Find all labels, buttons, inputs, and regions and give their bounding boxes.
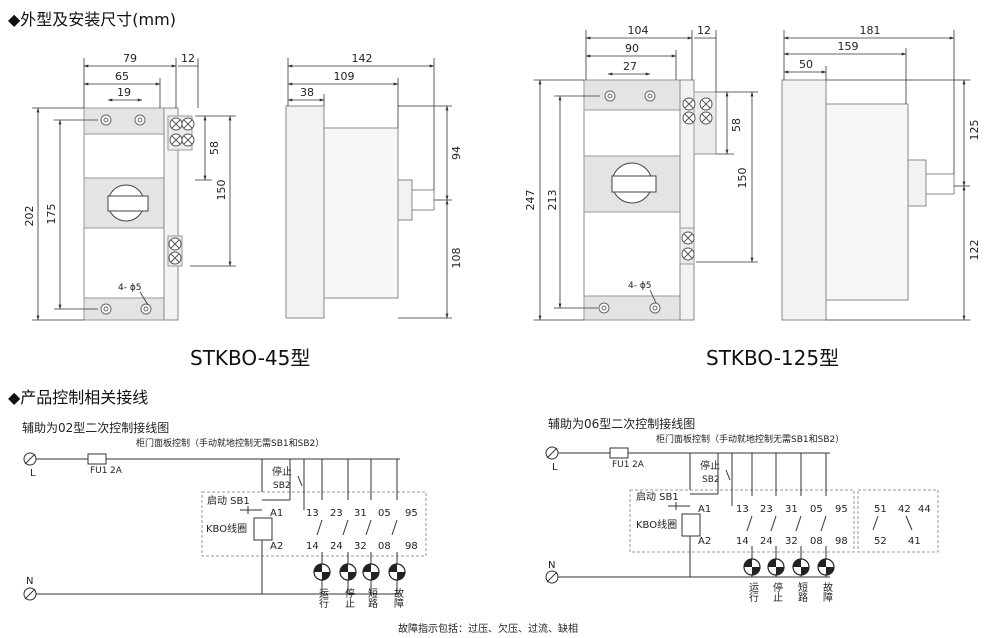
wiring06-term-32: 32 bbox=[785, 536, 798, 547]
wiring06-N: N bbox=[548, 560, 555, 571]
dim-45-height-175: 175 bbox=[45, 204, 58, 225]
wiring06-term-13: 13 bbox=[736, 504, 749, 515]
dim-125-side-159: 159 bbox=[838, 40, 859, 53]
dim-45-height-150: 150 bbox=[215, 180, 228, 201]
wiring02-subtitle: 柜门面板控制（手动就地控制无需SB1和SB2） bbox=[136, 437, 324, 449]
dim-125-width-12: 12 bbox=[697, 24, 711, 37]
wiring06-term-14: 14 bbox=[736, 536, 749, 547]
wiring06-term-42: 42 bbox=[898, 504, 911, 515]
dim-125-height-150: 150 bbox=[736, 168, 749, 189]
wiring02-start: 启动 SB1 bbox=[207, 494, 250, 507]
dim-125-width-27: 27 bbox=[623, 60, 637, 73]
wiring06-term-41: 41 bbox=[908, 536, 921, 547]
section-title-dimensions: ◆外型及安装尺寸(mm) bbox=[8, 10, 176, 29]
footnote: 故障指示包括：过压、欠压、过流、缺相 bbox=[398, 622, 578, 635]
wiring02-term-95: 95 bbox=[405, 508, 418, 519]
wiring06-term-31: 31 bbox=[785, 504, 798, 515]
wiring02-a2: A2 bbox=[270, 541, 283, 552]
wiring02-L: L bbox=[30, 468, 36, 479]
wiring02-term-14: 14 bbox=[306, 541, 319, 552]
wiring02-term-23: 23 bbox=[330, 508, 343, 519]
dim-125-height-58: 58 bbox=[730, 118, 743, 132]
wiring06-term-98: 98 bbox=[835, 536, 848, 547]
wiring06-L: L bbox=[552, 462, 558, 473]
wiring02-term-05: 05 bbox=[378, 508, 391, 519]
wiring02-sb2: SB2 bbox=[273, 481, 291, 491]
wiring-diagram-02: 辅助为02型二次控制接线图 柜门面板控制（手动就地控制无需SB1和SB2） bbox=[22, 420, 427, 609]
dim-125-width-104: 104 bbox=[628, 24, 649, 37]
wiring02-title: 辅助为02型二次控制接线图 bbox=[22, 420, 169, 435]
wiring02-N: N bbox=[26, 576, 33, 587]
wiring06-lamp-fault: 故障 bbox=[821, 581, 833, 603]
dim-125-side-122: 122 bbox=[968, 240, 981, 261]
dim-125-hole-label: 4- ϕ5 bbox=[628, 281, 652, 291]
wiring02-a1: A1 bbox=[270, 508, 283, 519]
wiring02-lamp-run: 运行 bbox=[317, 588, 329, 609]
wiring06-term-44: 44 bbox=[918, 504, 931, 515]
section-title-wiring: ◆产品控制相关接线 bbox=[8, 388, 149, 407]
wiring06-a2: A2 bbox=[698, 536, 711, 547]
dim-125-side-125: 125 bbox=[968, 120, 981, 141]
wiring02-lamp-stop: 停止 bbox=[343, 587, 355, 608]
front-view-125 bbox=[583, 79, 717, 321]
front-view-45 bbox=[83, 107, 193, 321]
side-view-125 bbox=[781, 79, 955, 321]
dim-125-side-50: 50 bbox=[799, 58, 813, 71]
wiring06-coil: KBO线圈 bbox=[636, 518, 677, 531]
dim-45-side-142: 142 bbox=[352, 52, 373, 65]
wiring06-term-05: 05 bbox=[810, 504, 823, 515]
wiring02-term-13: 13 bbox=[306, 508, 319, 519]
side-view-45 bbox=[285, 105, 435, 319]
wiring06-term-08: 08 bbox=[810, 536, 823, 547]
wiring06-fuse: FU1 bbox=[612, 460, 630, 470]
dim-45-width-79: 79 bbox=[123, 52, 137, 65]
wiring-diagram-06: 辅助为06型二次控制接线图 柜门面板控制（手动就地控制无需SB1和SB2） bbox=[545, 416, 939, 603]
dim-45-width-12: 12 bbox=[181, 52, 195, 65]
dim-45-hole-label: 4- ϕ5 bbox=[118, 283, 142, 293]
dim-45-width-19: 19 bbox=[117, 86, 131, 99]
dim-45-height-202: 202 bbox=[23, 206, 36, 227]
wiring02-term-98: 98 bbox=[405, 541, 418, 552]
dim-125-side-181: 181 bbox=[860, 24, 881, 37]
dim-45-side-108: 108 bbox=[450, 248, 463, 269]
wiring06-title: 辅助为06型二次控制接线图 bbox=[548, 416, 695, 431]
wiring02-lamp-fault: 故障 bbox=[392, 587, 404, 609]
wiring06-stop: 停止 bbox=[700, 459, 720, 472]
wiring02-stop: 停止 bbox=[272, 465, 292, 478]
dim-125-height-247: 247 bbox=[524, 190, 537, 211]
dim-45-side-94: 94 bbox=[450, 146, 463, 160]
wiring02-term-08: 08 bbox=[378, 541, 391, 552]
wiring06-term-52: 52 bbox=[874, 536, 887, 547]
wiring06-term-24: 24 bbox=[760, 536, 773, 547]
wiring02-fuse: FU1 bbox=[90, 466, 108, 476]
dim-45-side-38: 38 bbox=[300, 86, 314, 99]
wiring06-a1: A1 bbox=[698, 504, 711, 515]
dim-45-side-109: 109 bbox=[334, 70, 355, 83]
wiring06-term-95: 95 bbox=[835, 504, 848, 515]
dim-45-height-58: 58 bbox=[208, 141, 221, 155]
wiring06-lamp-stop: 停止 bbox=[771, 581, 783, 602]
wiring06-subtitle: 柜门面板控制（手动就地控制无需SB1和SB2） bbox=[656, 433, 844, 445]
dim-125-height-213: 213 bbox=[546, 190, 559, 211]
wiring06-start: 启动 SB1 bbox=[636, 490, 679, 503]
dim-45-width-65: 65 bbox=[115, 70, 129, 83]
model-label-125: STKBO-125型 bbox=[706, 346, 840, 370]
wiring06-lamp-short: 短路 bbox=[796, 581, 808, 603]
wiring02-lamp-short: 短路 bbox=[366, 587, 378, 609]
wiring06-term-23: 23 bbox=[760, 504, 773, 515]
wiring06-sb2: SB2 bbox=[702, 475, 720, 485]
wiring02-term-24: 24 bbox=[330, 541, 343, 552]
wiring02-coil: KBO线圈 bbox=[206, 522, 247, 535]
dim-125-width-90: 90 bbox=[625, 42, 639, 55]
wiring06-fuse-rating: 2A bbox=[632, 460, 645, 470]
wiring06-lamp-run: 运行 bbox=[747, 582, 759, 603]
model-label-45: STKBO-45型 bbox=[190, 346, 311, 370]
wiring02-fuse-rating: 2A bbox=[110, 466, 123, 476]
wiring02-term-31: 31 bbox=[354, 508, 367, 519]
wiring06-term-51: 51 bbox=[874, 504, 887, 515]
wiring02-term-32: 32 bbox=[354, 541, 367, 552]
